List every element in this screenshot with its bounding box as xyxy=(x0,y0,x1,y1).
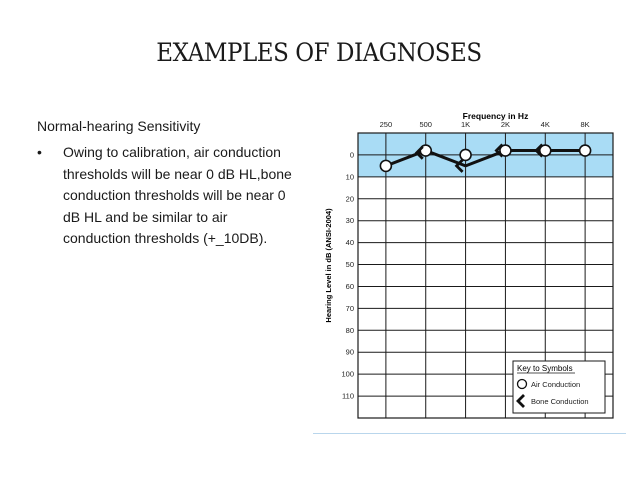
y-tick-label: 50 xyxy=(346,260,354,269)
air-conduction-marker xyxy=(499,144,512,157)
x-tick-label: 250 xyxy=(380,120,393,129)
y-tick-label: 10 xyxy=(346,172,354,181)
x-tick-label: 8K xyxy=(581,120,590,129)
legend-title: Key to Symbols xyxy=(517,364,573,373)
chart-title: Frequency in Hz xyxy=(463,111,529,121)
bullet-icon: • xyxy=(37,144,42,160)
audiogram-chart: 250 500 1K 2K 4K 8K 0 10 20 30 40 50 60 70 80 90 100 110… xyxy=(324,111,614,419)
slide-title: EXAMPLES OF DIAGNOSES xyxy=(156,38,482,67)
legend-circle-icon xyxy=(516,378,528,390)
y-tick-label: 40 xyxy=(346,238,354,247)
air-conduction-marker xyxy=(459,148,472,162)
x-tick-label: 1K xyxy=(461,120,470,129)
bullet-text: Owing to calibration, air conduction thr… xyxy=(63,144,292,246)
legend-item-label: Air Conduction xyxy=(531,380,580,389)
y-tick-label: 30 xyxy=(346,216,354,225)
y-axis-label: Hearing Level in dB (ANSI-2004) xyxy=(324,208,333,323)
y-axis-ticks: 0 10 20 30 40 50 60 70 80 90 100 110 xyxy=(341,150,354,400)
grid-frame xyxy=(357,132,614,419)
bone-conduction-marker xyxy=(494,143,504,158)
y-tick-label: 90 xyxy=(346,348,354,357)
legend-item-label: Bone Conduction xyxy=(531,397,589,406)
series-line xyxy=(385,149,427,168)
bone-conduction-marker xyxy=(534,143,544,158)
legend-box xyxy=(512,360,606,414)
x-tick-label: 500 xyxy=(419,120,432,129)
y-tick-label: 20 xyxy=(346,194,354,203)
divider-line xyxy=(313,433,626,434)
y-tick-label: 0 xyxy=(350,150,354,159)
bullet-item: • Owing to calibration, air conduction t… xyxy=(37,142,297,250)
bone-conduction-marker xyxy=(414,145,424,160)
y-tick-label: 60 xyxy=(346,282,354,291)
bone-conduction-marker xyxy=(454,158,464,173)
y-tick-label: 80 xyxy=(346,326,354,335)
air-conduction-marker xyxy=(379,159,393,173)
air-conduction-marker xyxy=(538,144,552,157)
x-tick-label: 4K xyxy=(541,120,550,129)
y-tick-label: 70 xyxy=(346,304,354,313)
y-tick-label: 110 xyxy=(342,392,354,401)
x-axis-ticks: 250 500 1K 2K 4K 8K xyxy=(380,120,590,129)
data-series xyxy=(379,143,592,173)
x-tick-label: 2K xyxy=(501,120,510,129)
slide-subtitle: Normal-hearing Sensitivity xyxy=(37,118,201,134)
legend-chevron-icon xyxy=(516,394,525,408)
air-conduction-marker xyxy=(578,144,592,157)
y-tick-label: 100 xyxy=(341,370,354,379)
